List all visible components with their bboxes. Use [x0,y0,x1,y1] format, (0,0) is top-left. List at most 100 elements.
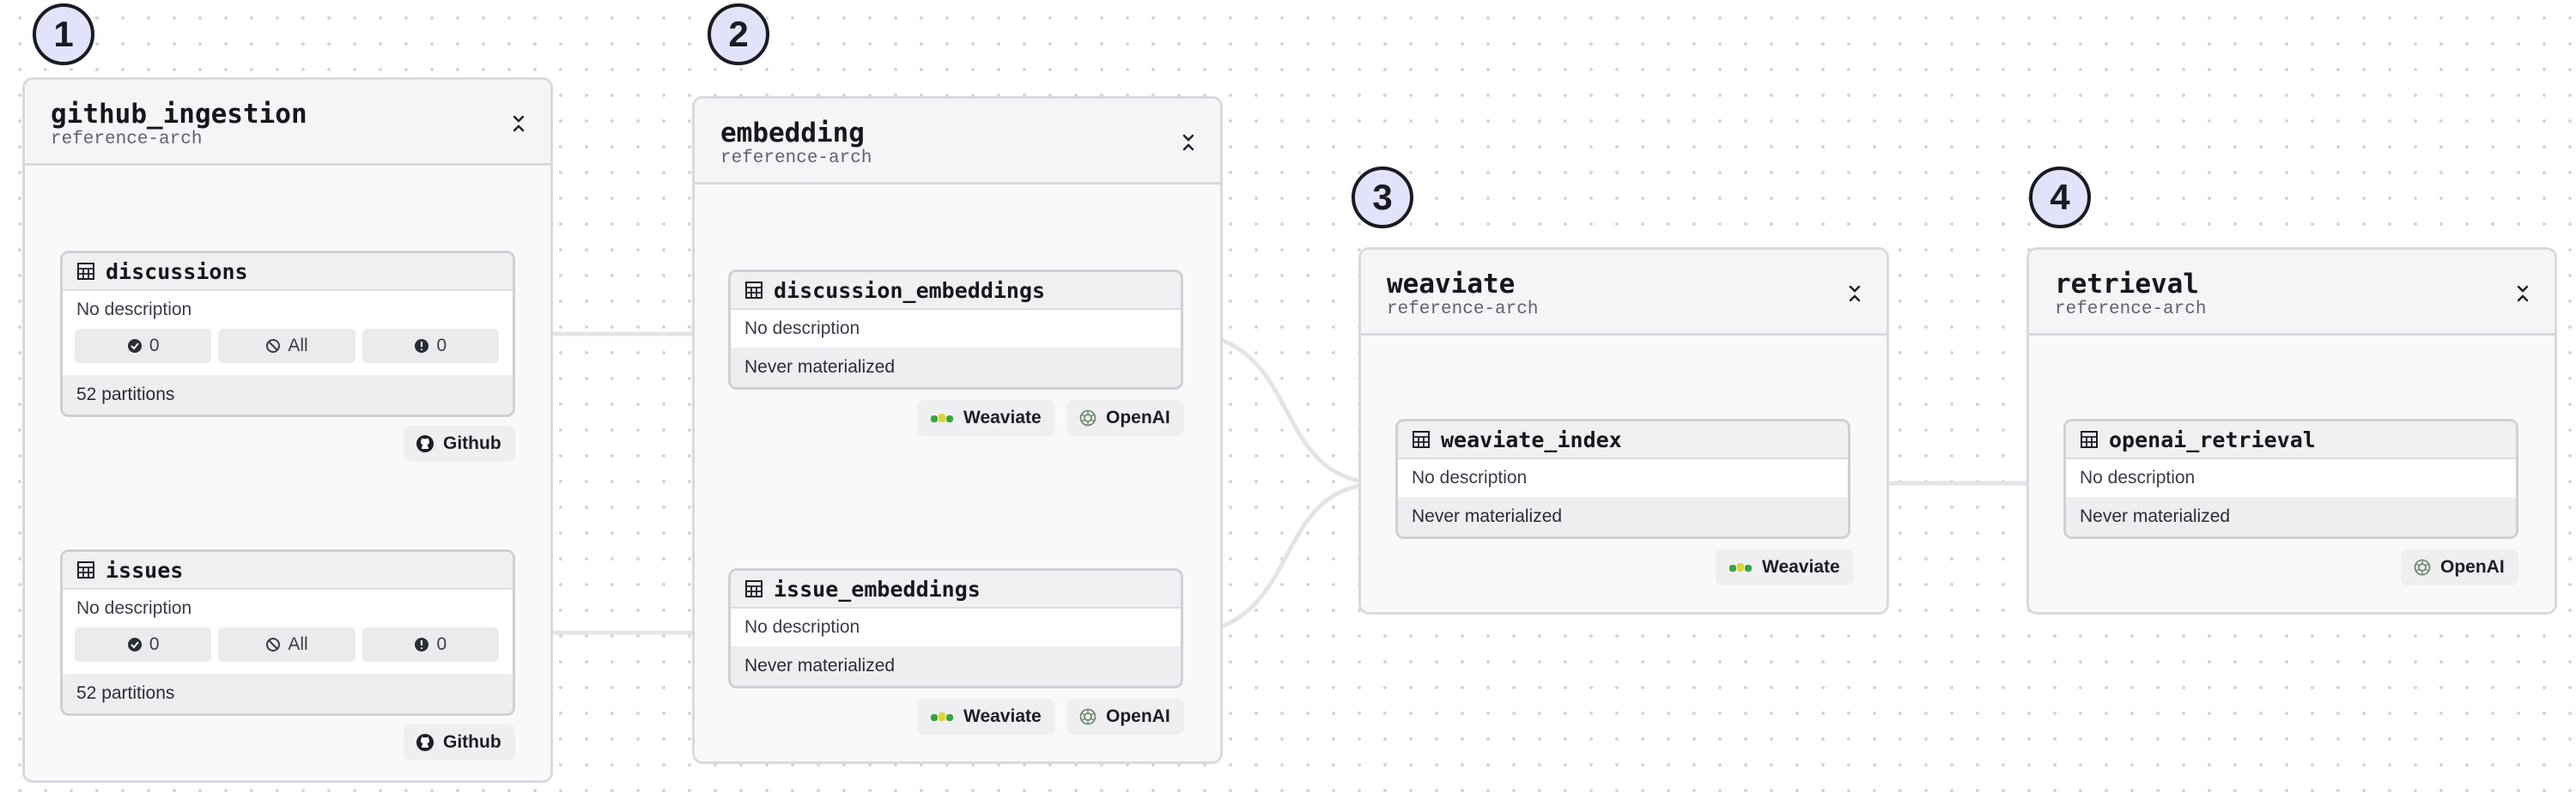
group-header[interactable]: retrieval reference-arch [2029,250,2555,336]
step-badge-1: 1 [33,3,94,65]
github-tag[interactable]: Github [404,724,515,761]
asset-materialization-status: Never materialized [1398,497,1848,536]
stat-value: All [288,336,308,355]
github-icon [416,435,434,452]
asset-header: discussions [63,253,513,291]
asset-name[interactable]: openai_retrieval [2109,427,2316,452]
step-number: 1 [53,14,74,54]
collapse-icon[interactable] [1845,282,1864,305]
asset-partitions: 52 partitions [63,375,513,415]
step-number: 3 [1372,177,1393,217]
tag-label: OpenAI [1106,408,1170,427]
asset-description: No description [76,300,192,319]
stat-value: 0 [149,634,160,654]
tag-label: OpenAI [2440,557,2505,577]
edge-discussion-embeddings-to-weaviate-index [1199,331,1386,488]
github-icon [416,734,434,751]
weaviate-icon [931,414,953,422]
group-header[interactable]: weaviate reference-arch [1361,250,1886,336]
asset-name[interactable]: discussions [106,258,248,284]
group-subtitle: reference-arch [1387,300,1539,319]
group-header[interactable]: github_ingestion reference-arch [25,80,550,166]
group-title: retrieval [2055,269,2199,300]
asset-name[interactable]: weaviate_index [1441,427,1622,452]
asset-header: openai_retrieval [2066,421,2516,459]
asset-header: issue_embeddings [731,571,1181,609]
asset-materialization-status: Never materialized [2066,497,2516,536]
table-icon [2081,431,2098,448]
group-subtitle: reference-arch [720,148,872,168]
collapse-icon[interactable] [509,112,528,135]
checks-all-stat[interactable]: All [218,329,355,363]
slash-circle-icon [266,638,281,651]
github-tag[interactable]: Github [404,426,515,462]
asset-materialization-status: Never materialized [731,348,1181,387]
checks-failed-stat[interactable]: 0 [361,627,499,662]
tag-label: Github [443,433,501,453]
step-badge-2: 2 [708,3,769,65]
asset-description: No description [76,598,192,618]
check-circle-icon [127,638,142,651]
alert-circle-icon [415,638,429,651]
openai-icon [1079,409,1097,427]
asset-materialization-status: Never materialized [731,646,1181,686]
asset-node-openai-retrieval[interactable]: openai_retrieval No description Never ma… [2063,419,2518,539]
alert-circle-icon [415,339,429,353]
step-number: 4 [2050,177,2070,217]
step-number: 2 [728,14,749,54]
checks-passed-stat[interactable]: 0 [75,627,212,662]
asset-node-discussions[interactable]: discussions No description 0 All 0 52 pa… [60,251,515,417]
checks-failed-stat[interactable]: 0 [361,329,499,363]
asset-partitions: 52 partitions [63,674,513,713]
tag-label: Github [443,732,501,752]
asset-name[interactable]: issue_embeddings [774,576,981,602]
openai-tag[interactable]: OpenAI [1066,699,1184,735]
asset-header: weaviate_index [1398,421,1848,459]
openai-tag[interactable]: OpenAI [1066,400,1184,436]
weaviate-tag[interactable]: Weaviate [917,400,1055,436]
tag-label: Weaviate [1762,557,1840,577]
table-icon [745,282,762,299]
checks-all-stat[interactable]: All [218,627,355,662]
asset-node-issues[interactable]: issues No description 0 All 0 52 partiti… [60,549,515,716]
stat-value: All [288,634,308,654]
asset-description: No description [744,617,860,637]
group-title: weaviate [1387,269,1516,300]
asset-description: No description [2080,468,2196,488]
table-icon [745,580,762,597]
collapse-icon[interactable] [2513,282,2532,305]
tag-label: Weaviate [963,706,1042,726]
table-icon [1413,431,1430,448]
table-icon [77,263,94,280]
weaviate-tag[interactable]: Weaviate [1716,549,1854,585]
group-subtitle: reference-arch [51,130,203,149]
tag-label: OpenAI [1106,706,1170,726]
stat-value: 0 [149,336,160,355]
asset-name[interactable]: issues [106,557,184,583]
asset-node-discussion-embeddings[interactable]: discussion_embeddings No description Nev… [728,270,1183,390]
weaviate-icon [931,712,953,721]
openai-tag[interactable]: OpenAI [2401,549,2518,585]
openai-icon [2414,559,2431,576]
stat-value: 0 [436,336,447,355]
weaviate-icon [1729,563,1752,572]
collapse-icon[interactable] [1179,131,1198,154]
weaviate-tag[interactable]: Weaviate [917,699,1055,735]
edge-issue-embeddings-to-weaviate-index [1199,481,1385,635]
check-circle-icon [127,339,142,353]
asset-header: issues [63,552,513,590]
openai-icon [1079,708,1097,725]
asset-name[interactable]: discussion_embeddings [774,277,1046,303]
asset-checks-row: 0 All 0 [63,329,513,375]
checks-passed-stat[interactable]: 0 [75,329,212,363]
table-icon [77,561,94,579]
step-badge-4: 4 [2029,167,2091,228]
asset-description: No description [1412,468,1528,488]
asset-node-weaviate-index[interactable]: weaviate_index No description Never mate… [1395,419,1850,539]
asset-node-issue-embeddings[interactable]: issue_embeddings No description Never ma… [728,568,1183,688]
tag-label: Weaviate [963,408,1042,427]
group-subtitle: reference-arch [2055,300,2207,319]
group-title: embedding [720,118,865,148]
group-header[interactable]: embedding reference-arch [695,99,1220,185]
